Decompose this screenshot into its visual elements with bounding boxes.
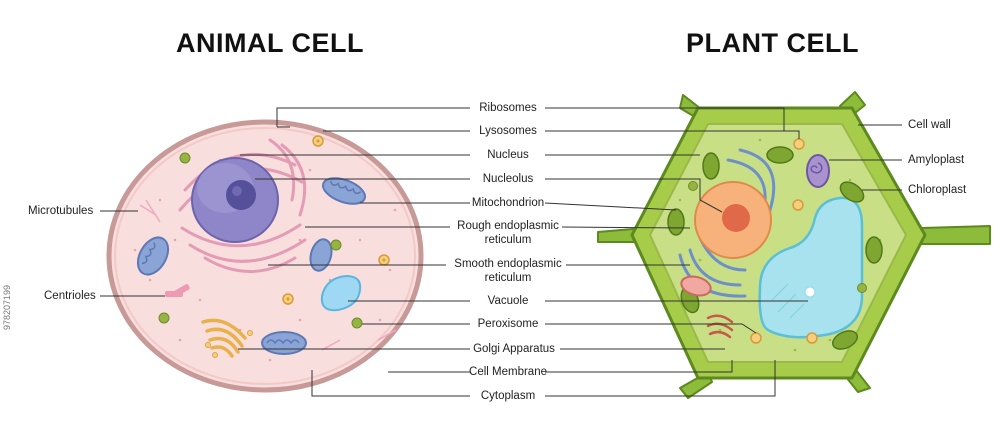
animal-golgi-vesicles (205, 330, 253, 358)
plant-vacuole-crystal (804, 286, 816, 298)
label-cell-membrane: Cell Membrane (469, 366, 547, 378)
plant-mitochondrion (680, 275, 712, 297)
animal-mitochondrion-bottom (261, 331, 307, 355)
animal-cell-membrane-inner (114, 127, 416, 385)
animal-nucleolus (226, 180, 256, 210)
label-lysosomes: Lysosomes (479, 125, 537, 137)
label-smooth-er-line1: Smooth endoplasmic (454, 258, 562, 270)
label-rough-er-line2: reticulum (484, 234, 532, 246)
animal-microtubules (139, 199, 397, 351)
plant-cell (597, 91, 991, 399)
label-amyloplast: Amyloplast (908, 154, 965, 166)
label-microtubules: Microtubules (28, 205, 94, 217)
leader-lines (100, 107, 902, 397)
plant-amyloplast (806, 154, 830, 188)
label-mitochondrion: Mitochondrion (471, 197, 545, 209)
animal-centrioles (165, 284, 190, 297)
label-smooth-er-line2: reticulum (484, 272, 532, 284)
animal-lysosomes (282, 135, 390, 305)
image-id-text: 978207199 (2, 284, 12, 330)
animal-vacuole (320, 274, 362, 312)
plant-chloroplasts (667, 146, 883, 350)
plant-lysosomes (750, 138, 818, 344)
label-chloroplast: Chloroplast (908, 184, 967, 196)
animal-cell (106, 119, 424, 393)
animal-mitochondrion-left (136, 236, 170, 276)
plant-peroxisomes (688, 181, 867, 293)
label-cytoplasm: Cytoplasm (480, 390, 536, 402)
plant-vacuole-lines (771, 283, 805, 319)
label-rough-er-line1: Rough endoplasmic (457, 220, 559, 232)
label-peroxisome: Peroxisome (477, 318, 539, 330)
label-vacuole: Vacuole (487, 295, 529, 307)
plant-vacuole (758, 196, 864, 339)
label-centrioles: Centrioles (44, 290, 96, 302)
label-nucleolus: Nucleolus (482, 173, 534, 185)
plant-cell-title: PLANT CELL (686, 28, 859, 58)
animal-peroxisomes (158, 152, 363, 329)
animal-nucleolus-highlight (232, 186, 242, 196)
animal-mitochondrion-top (321, 177, 367, 205)
plant-nucleolus (722, 204, 750, 232)
label-ribosomes: Ribosomes (479, 102, 537, 114)
animal-mitochondrion-right (309, 238, 333, 272)
animal-cytoplasm-dots (133, 158, 397, 362)
label-golgi-apparatus: Golgi Apparatus (473, 343, 555, 355)
animal-cell-title: ANIMAL CELL (176, 28, 364, 58)
label-nucleus: Nucleus (487, 149, 529, 161)
animal-rough-er (178, 138, 307, 273)
label-cell-wall: Cell wall (908, 119, 951, 131)
animal-golgi (201, 318, 247, 358)
